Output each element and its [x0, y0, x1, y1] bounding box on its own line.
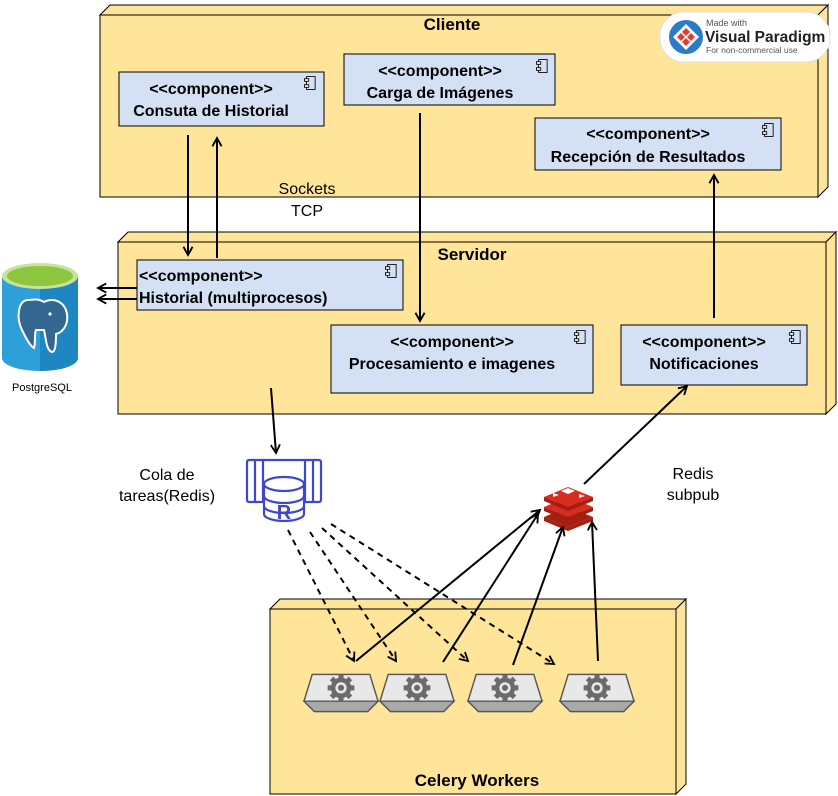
redis-label: Redis — [673, 466, 714, 483]
subpub-label: subpub — [667, 487, 720, 504]
sockets-label: Sockets — [279, 181, 336, 198]
node-workers-title: Celery Workers — [415, 771, 539, 790]
svg-text:R: R — [277, 502, 292, 524]
redis-pubsub-icon — [544, 487, 593, 531]
component-historial: <<component>> Historial (multiprocesos) — [136, 259, 404, 311]
tareas-label: tareas(Redis) — [119, 488, 215, 505]
arrow-worker2-to-redis — [442, 514, 538, 663]
stereotype-label: <<component>> — [149, 81, 273, 98]
component-recepcion-resultados: <<component>> Recepción de Resultados — [534, 117, 782, 171]
celery-worker-3-icon — [467, 673, 543, 713]
node-cliente-title: Cliente — [424, 15, 481, 34]
badge-made-with: Made with — [706, 18, 747, 28]
dashed-queue-to-worker-a — [287, 529, 354, 661]
celery-worker-2-icon — [379, 673, 455, 713]
tcp-label: TCP — [291, 203, 323, 220]
dashed-connectors — [287, 523, 554, 664]
postgres-elephant-icon — [17, 298, 69, 354]
visual-paradigm-logo-icon — [669, 20, 703, 54]
component-name: Notificaciones — [649, 356, 758, 373]
component-name: Carga de Imágenes — [367, 85, 514, 102]
component-carga-imagenes: <<component>> Carga de Imágenes — [343, 53, 556, 106]
component-name: Historial (multiprocesos) — [139, 290, 327, 307]
arrow-servidor-to-queue — [270, 387, 276, 453]
arrow-worker4-to-redis — [592, 522, 599, 662]
component-notificaciones: <<component>> Notificaciones — [620, 324, 808, 386]
postgresql-label: PostgreSQL — [12, 382, 72, 394]
component-name: Consuta de Historial — [133, 103, 289, 120]
arrow-worker1-to-redis — [355, 510, 540, 662]
celery-worker-4-icon — [559, 673, 635, 713]
arrow-worker3-to-redis — [512, 527, 563, 666]
connectors — [98, 113, 714, 666]
badge-brand: Visual Paradigm — [705, 29, 825, 46]
stereotype-label: <<component>> — [139, 268, 263, 285]
stereotype-label: <<component>> — [390, 334, 514, 351]
component-name: Procesamiento e imagenes — [349, 356, 555, 373]
badge-note: For non-commercial use — [706, 45, 798, 55]
celery-worker-1-icon — [303, 673, 379, 713]
redis-queue-icon: R — [245, 458, 323, 524]
node-servidor-title: Servidor — [438, 245, 507, 264]
arrow-redis-to-notificaciones — [583, 386, 687, 485]
cola-label: Cola de — [139, 467, 194, 484]
component-procesamiento: <<component>> Procesamiento e imagenes — [330, 324, 594, 394]
postgresql-database-icon — [2, 263, 78, 371]
stereotype-label: <<component>> — [586, 126, 710, 143]
visual-paradigm-badge: Made with Visual Paradigm For non-commer… — [659, 11, 831, 63]
stereotype-label: <<component>> — [378, 63, 502, 80]
stereotype-label: <<component>> — [642, 334, 766, 351]
component-consulta-historial: <<component>> Consuta de Historial — [118, 71, 325, 127]
component-name: Recepción de Resultados — [551, 149, 746, 166]
dashed-queue-to-worker-b — [309, 531, 396, 661]
